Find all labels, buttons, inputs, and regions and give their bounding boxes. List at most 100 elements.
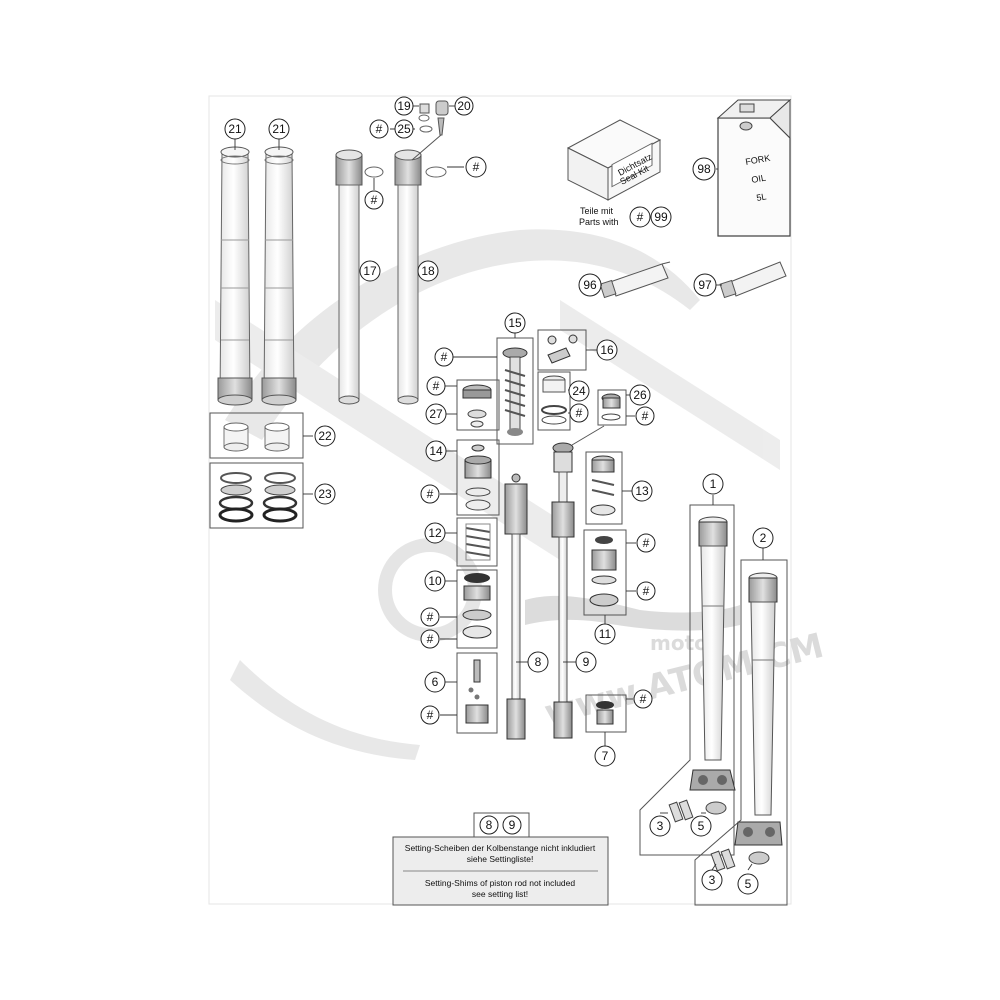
- callout-hash-6: #: [420, 705, 440, 725]
- callout-13: 13: [631, 480, 653, 502]
- box-14: [456, 439, 500, 516]
- o-ring-17: [364, 166, 384, 178]
- svg-text:#: #: [642, 409, 649, 423]
- svg-text:6: 6: [432, 675, 439, 689]
- lower-leg-1: [689, 516, 736, 791]
- part-20-shape: [435, 100, 449, 116]
- callout-3-left: 3: [649, 815, 671, 837]
- svg-text:9: 9: [583, 655, 590, 669]
- svg-text:16: 16: [600, 343, 614, 357]
- svg-text:15: 15: [508, 316, 522, 330]
- callout-hash-10a: #: [420, 607, 440, 627]
- svg-text:1: 1: [710, 477, 717, 491]
- svg-text:23: 23: [318, 487, 332, 501]
- svg-text:#: #: [371, 193, 378, 207]
- leader-lines: [234, 105, 764, 871]
- callout-27: 27: [425, 403, 447, 425]
- callout-hash-11b: #: [636, 581, 656, 601]
- svg-text:#: #: [637, 210, 644, 224]
- svg-text:8: 8: [486, 818, 493, 832]
- callout-2: 2: [752, 527, 774, 549]
- callout-99: 99: [650, 206, 672, 228]
- callout-5-left: 5: [690, 815, 712, 837]
- note-en-line1: Setting-Shims of piston rod not included: [425, 878, 576, 888]
- svg-text:#: #: [643, 536, 650, 550]
- callout-hash-10b: #: [420, 629, 440, 649]
- parts-with-text: Parts with: [579, 217, 619, 227]
- svg-text:18: 18: [421, 264, 435, 278]
- svg-text:5: 5: [745, 877, 752, 891]
- svg-text:2: 2: [760, 531, 767, 545]
- svg-text:9: 9: [509, 818, 516, 832]
- part-19-shape: [419, 103, 430, 114]
- seal-kit-box: Dichtsatz Seal Kit: [566, 119, 662, 201]
- note-en-line2: see setting list!: [472, 889, 528, 899]
- outer-tube-left: [217, 146, 253, 406]
- callout-hash-14: #: [420, 484, 440, 504]
- grease-tube-96: [599, 261, 671, 299]
- svg-text:21: 21: [228, 122, 242, 136]
- box-27: [456, 379, 500, 431]
- svg-text:12: 12: [428, 526, 442, 540]
- callout-5-right: 5: [737, 873, 759, 895]
- callout-7: 7: [594, 745, 616, 767]
- axle-bolts-left: [668, 799, 727, 823]
- rings-24: [541, 375, 567, 425]
- outer-tubes: [217, 146, 297, 406]
- fork-oil-line1: FORK: [745, 153, 771, 167]
- callout-15: 15: [504, 312, 526, 334]
- callout-8: 8: [527, 651, 549, 673]
- callout-12: 12: [424, 522, 446, 544]
- box-24: [537, 371, 571, 431]
- o-ring-18: [425, 166, 447, 178]
- callout-hash-99: #: [629, 206, 651, 228]
- callout-note-8: 8: [479, 815, 499, 835]
- callout-97: 97: [693, 273, 717, 297]
- svg-text:#: #: [427, 610, 434, 624]
- svg-text:17: 17: [363, 264, 377, 278]
- svg-text:20: 20: [457, 99, 471, 113]
- fork-oil-line2: OIL: [751, 173, 767, 185]
- callout-note-9: 9: [502, 815, 522, 835]
- callout-hash-18: #: [465, 156, 487, 178]
- screws-16: [547, 334, 578, 364]
- tube-17: [335, 149, 363, 405]
- svg-text:13: 13: [635, 484, 649, 498]
- box-26: [597, 389, 627, 426]
- callout-16: 16: [596, 339, 618, 361]
- callout-hash-27a: #: [426, 376, 446, 396]
- callout-hash-25a: #: [369, 119, 389, 139]
- cartridge-tubes: [335, 149, 447, 405]
- guide-bushings-22: [223, 422, 290, 452]
- valve-13: [590, 455, 616, 516]
- outer-tube-right: [261, 146, 297, 406]
- box-6: [456, 652, 498, 734]
- svg-text:8: 8: [535, 655, 542, 669]
- callout-3-right: 3: [701, 869, 723, 891]
- callout-14: 14: [425, 440, 447, 462]
- cap-26: [601, 393, 621, 421]
- tube-18: [394, 149, 422, 405]
- note-de-line1: Setting-Scheiben der Kolbenstange nicht …: [405, 843, 596, 853]
- callout-96: 96: [578, 273, 602, 297]
- callout-18: 18: [417, 260, 439, 282]
- note-de-line2: siehe Settingliste!: [467, 854, 534, 864]
- adjuster-6: [465, 659, 489, 724]
- box-12: [456, 517, 498, 567]
- box-2: [694, 559, 788, 906]
- svg-text:#: #: [433, 379, 440, 393]
- svg-text:#: #: [640, 692, 647, 706]
- can-cap: [739, 103, 755, 113]
- svg-text:#: #: [441, 350, 448, 364]
- fork-oil-line3: 5L: [756, 191, 768, 203]
- compression-head-parts: [462, 384, 492, 428]
- valve-14: [464, 444, 492, 511]
- svg-text:22: 22: [318, 429, 332, 443]
- svg-text:97: 97: [698, 278, 712, 292]
- box-13: [585, 451, 623, 525]
- teile-mit-text: Teile mit: [580, 206, 614, 216]
- box-22: [209, 412, 304, 459]
- leader-26: [571, 425, 605, 446]
- callout-hash-26: #: [635, 406, 655, 426]
